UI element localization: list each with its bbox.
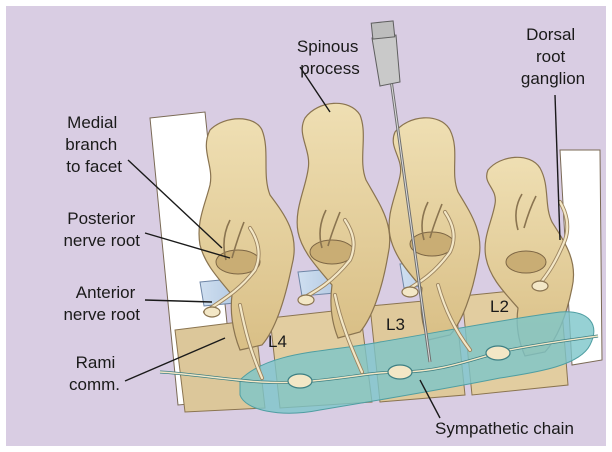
label-sympathetic-chain: Sympathetic chain <box>435 419 574 438</box>
label-vertebra-l2: L2 <box>490 297 509 316</box>
label-vertebra-l4: L4 <box>268 332 287 351</box>
label-vertebra-l3: L3 <box>386 315 405 334</box>
label-medial-branch: Medial branch to facet <box>65 113 122 176</box>
